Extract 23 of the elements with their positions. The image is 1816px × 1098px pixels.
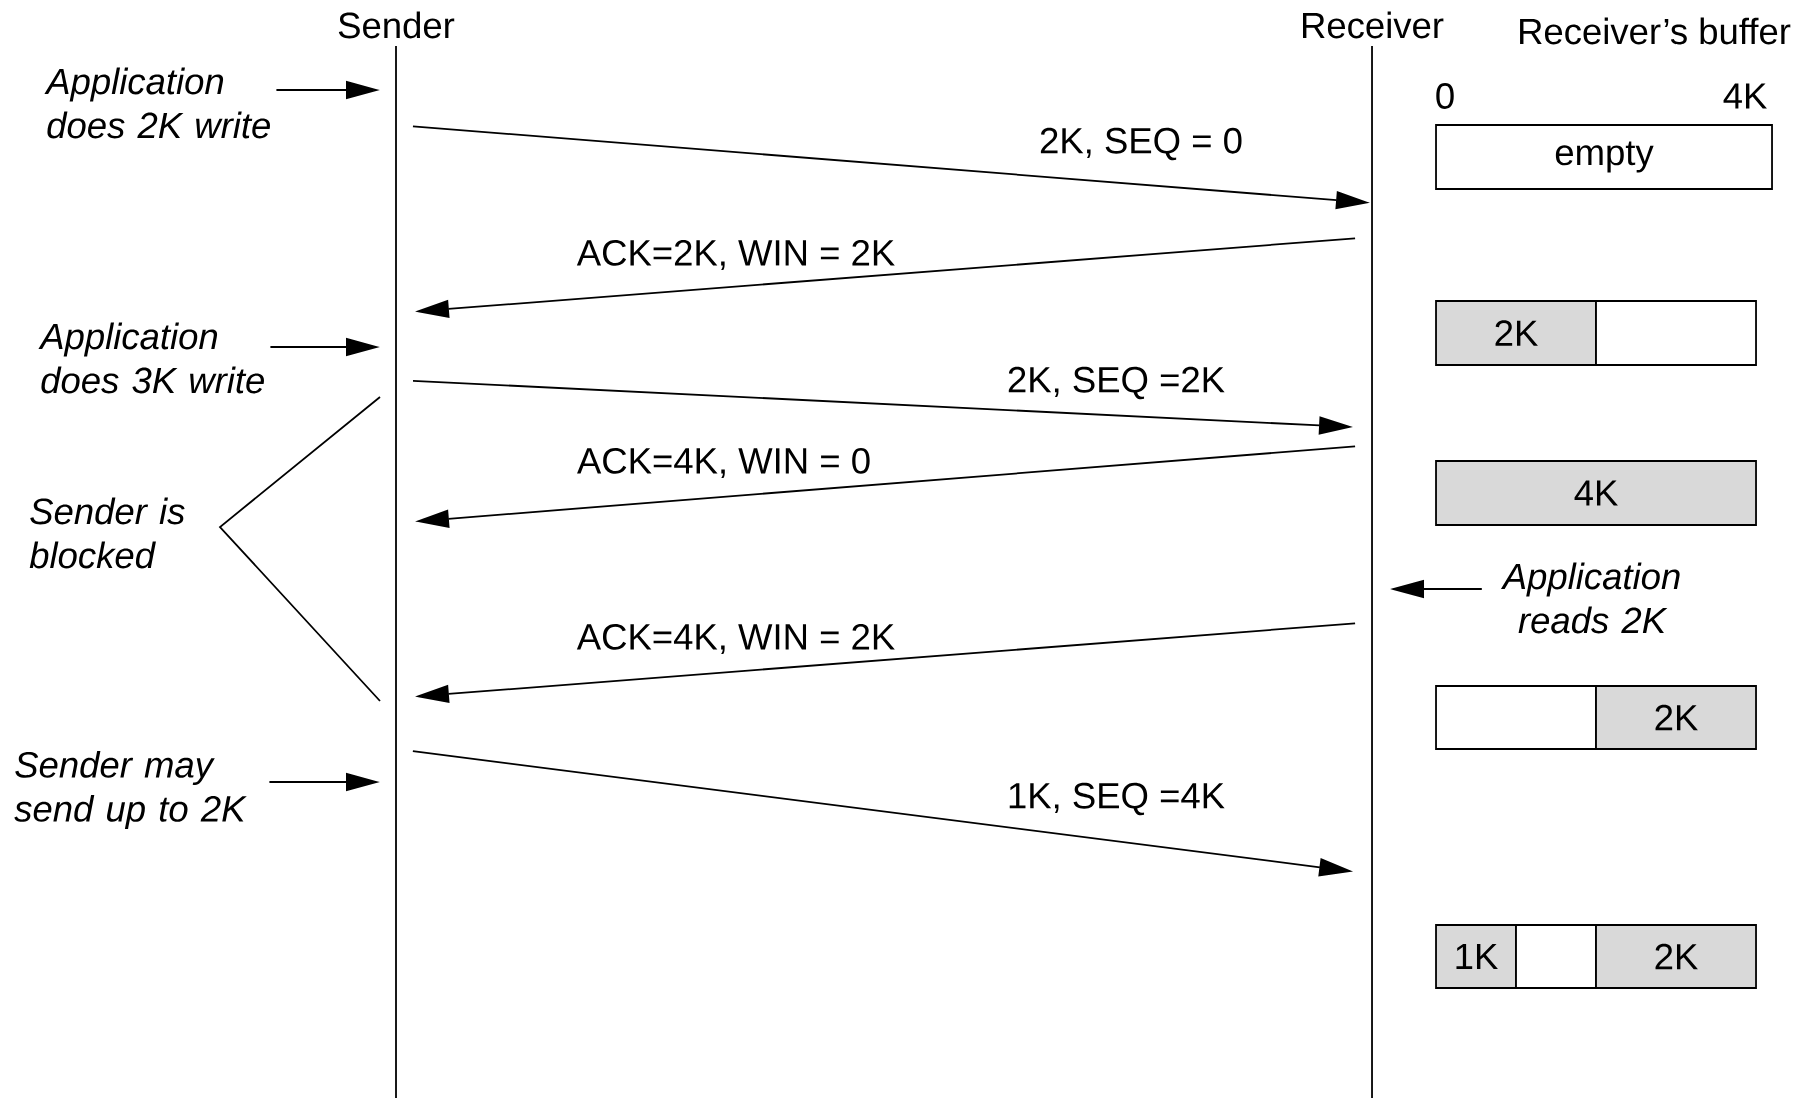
edge-label: ACK=2K, WIN = 2K — [574, 237, 898, 273]
buffer-segment: 1K — [1435, 924, 1517, 989]
edge-label: ACK=4K, WIN = 0 — [574, 445, 874, 481]
buffer-segment: empty — [1435, 124, 1773, 190]
edge-label: 2K, SEQ =2K — [1004, 364, 1228, 402]
edge-label: 1K, SEQ =4K — [1004, 780, 1228, 818]
annotation: Application does 2K write — [44, 67, 270, 139]
annotation: Sender is blocked — [29, 497, 185, 569]
buffer-title: Receiver’s buffer — [1520, 17, 1791, 45]
annotation: Application does 3K write — [38, 322, 264, 394]
buffer-segment — [1595, 300, 1757, 366]
annotation: Application reads 2K — [1500, 562, 1680, 634]
edge-label: 2K, SEQ = 0 — [1037, 125, 1245, 163]
buffer-segment: 2K — [1595, 685, 1757, 750]
buffer-segment — [1435, 685, 1597, 750]
edge-label: ACK=4K, WIN = 2K — [574, 621, 898, 657]
buffer-segment: 2K — [1595, 924, 1757, 989]
buffer-segment: 4K — [1435, 460, 1757, 526]
lifeline: Sender — [338, 11, 455, 1098]
buffer-segment — [1515, 924, 1597, 989]
scale-label: 0 — [1436, 83, 1454, 109]
annotation: Sender may send up to 2K — [14, 751, 247, 830]
buffer-segment: 2K — [1435, 300, 1597, 366]
